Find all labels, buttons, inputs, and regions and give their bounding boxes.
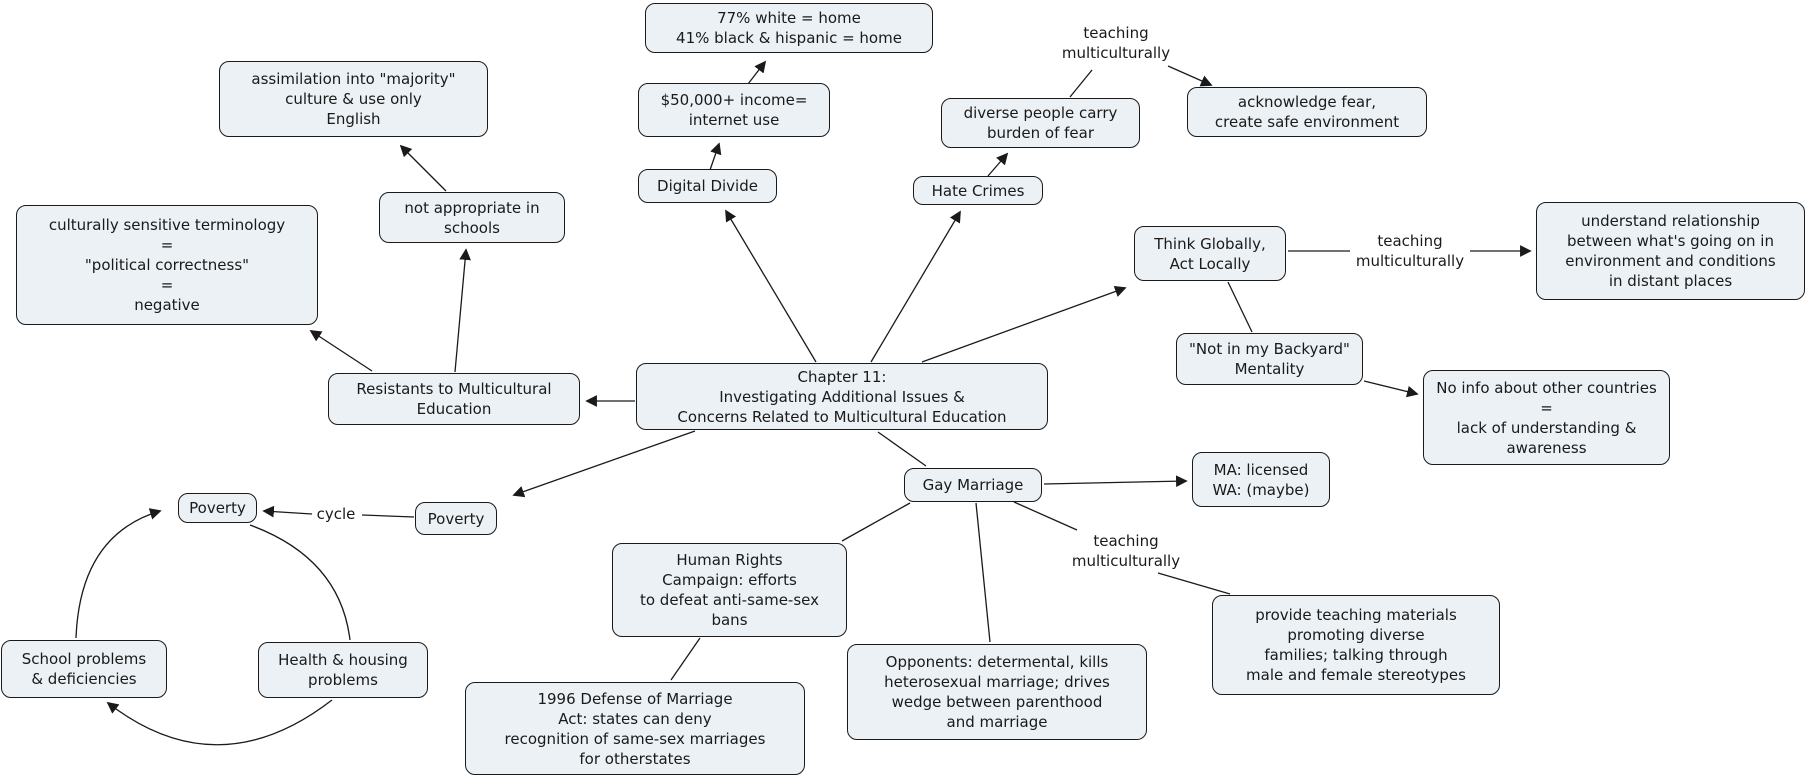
node-digital-divide[interactable]: Digital Divide [638,169,777,203]
edge-center-to-digital-divide [725,209,817,363]
node-culturally-sensitive-terminology[interactable]: culturally sensitive terminology = "poli… [16,205,318,325]
node-think-globally-act-locally[interactable]: Think Globally, Act Locally [1134,226,1286,281]
node-diverse-people-burden-of-fear[interactable]: diverse people carry burden of fear [941,98,1140,148]
node-understand-relationship[interactable]: understand relationship between what's g… [1536,202,1805,300]
node-poverty[interactable]: Poverty [415,502,497,535]
node-gay-marriage[interactable]: Gay Marriage [904,468,1042,502]
edge-label-teaching-multiculturally-bottom[interactable]: teaching multiculturally [1071,532,1181,570]
edge-center-to-think-globally [921,285,1127,363]
edge-not-appropriate-to-assimilation [399,144,447,192]
arc-health-housing-to-school-problems [106,699,333,746]
arc-poverty-to-health-housing [249,524,351,641]
node-ma-licensed-wa-maybe[interactable]: MA: licensed WA: (maybe) [1192,452,1330,507]
node-no-info-other-countries[interactable]: No info about other countries = lack of … [1423,370,1670,465]
edge-center-to-poverty-right [512,430,696,498]
edge-label-teaching-multiculturally-top[interactable]: teaching multiculturally [1061,24,1171,62]
edge-center-to-gay-marriage [877,431,927,467]
edge-human-rights-to-doma [670,637,701,681]
node-assimilation[interactable]: assimilation into "majority" culture & u… [219,61,488,137]
edge-poverty-right-to-cycle-label [361,514,415,518]
edge-diverse-people-to-teaching-label-top [1069,69,1093,98]
node-poverty-cycle[interactable]: Poverty [178,493,257,523]
node-chapter-11-center[interactable]: Chapter 11: Investigating Additional Iss… [636,363,1048,430]
edge-gay-marriage-to-human-rights [841,502,911,542]
edge-gay-marriage-to-ma-wa [1043,475,1188,488]
edge-label-teaching-multiculturally-right[interactable]: teaching multiculturally [1355,232,1465,270]
node-human-rights-campaign[interactable]: Human Rights Campaign: efforts to defeat… [612,543,847,637]
edge-teaching-label-top-to-acknowledge-fear [1167,65,1213,87]
node-income-internet-use[interactable]: $50,000+ income= internet use [638,83,830,137]
edge-gay-marriage-to-teaching-label-bottom [1013,501,1078,531]
edge-gay-marriage-to-opponents [975,502,991,643]
edge-digital-divide-to-income [709,142,722,171]
edge-center-to-hate-crimes [870,210,961,363]
edge-hate-crimes-to-diverse-people [987,152,1009,177]
node-resistants-to-multicultural-education[interactable]: Resistants to Multicultural Education [328,373,580,425]
edge-think-globally-to-backyard [1227,281,1253,333]
edge-resistants-to-culturally-sensitive [309,330,373,372]
edge-income-to-stats [747,60,767,85]
edge-backyard-to-no-info [1363,380,1419,398]
edge-resistants-to-not-appropriate [454,248,471,373]
node-provide-teaching-materials[interactable]: provide teaching materials promoting div… [1212,595,1500,695]
node-not-appropriate-in-schools[interactable]: not appropriate in schools [379,192,565,243]
edge-label-cycle[interactable]: cycle [316,505,356,523]
edge-teaching-label-bottom-to-provide-materials [1157,572,1231,595]
node-opponents[interactable]: Opponents: determental, kills heterosexu… [847,644,1147,740]
edge-cycle-label-to-poverty-left [262,505,313,518]
node-school-problems-deficiencies[interactable]: School problems & deficiencies [1,640,167,698]
node-acknowledge-fear[interactable]: acknowledge fear, create safe environmen… [1187,87,1427,137]
node-1996-defense-of-marriage-act[interactable]: 1996 Defense of Marriage Act: states can… [465,682,805,775]
arc-school-problems-to-poverty [75,508,162,639]
node-internet-home-stats[interactable]: 77% white = home 41% black & hispanic = … [645,3,933,53]
node-hate-crimes[interactable]: Hate Crimes [913,176,1043,205]
node-health-housing-problems[interactable]: Health & housing problems [258,642,428,698]
node-not-in-my-backyard-mentality[interactable]: "Not in my Backyard" Mentality [1176,333,1363,385]
